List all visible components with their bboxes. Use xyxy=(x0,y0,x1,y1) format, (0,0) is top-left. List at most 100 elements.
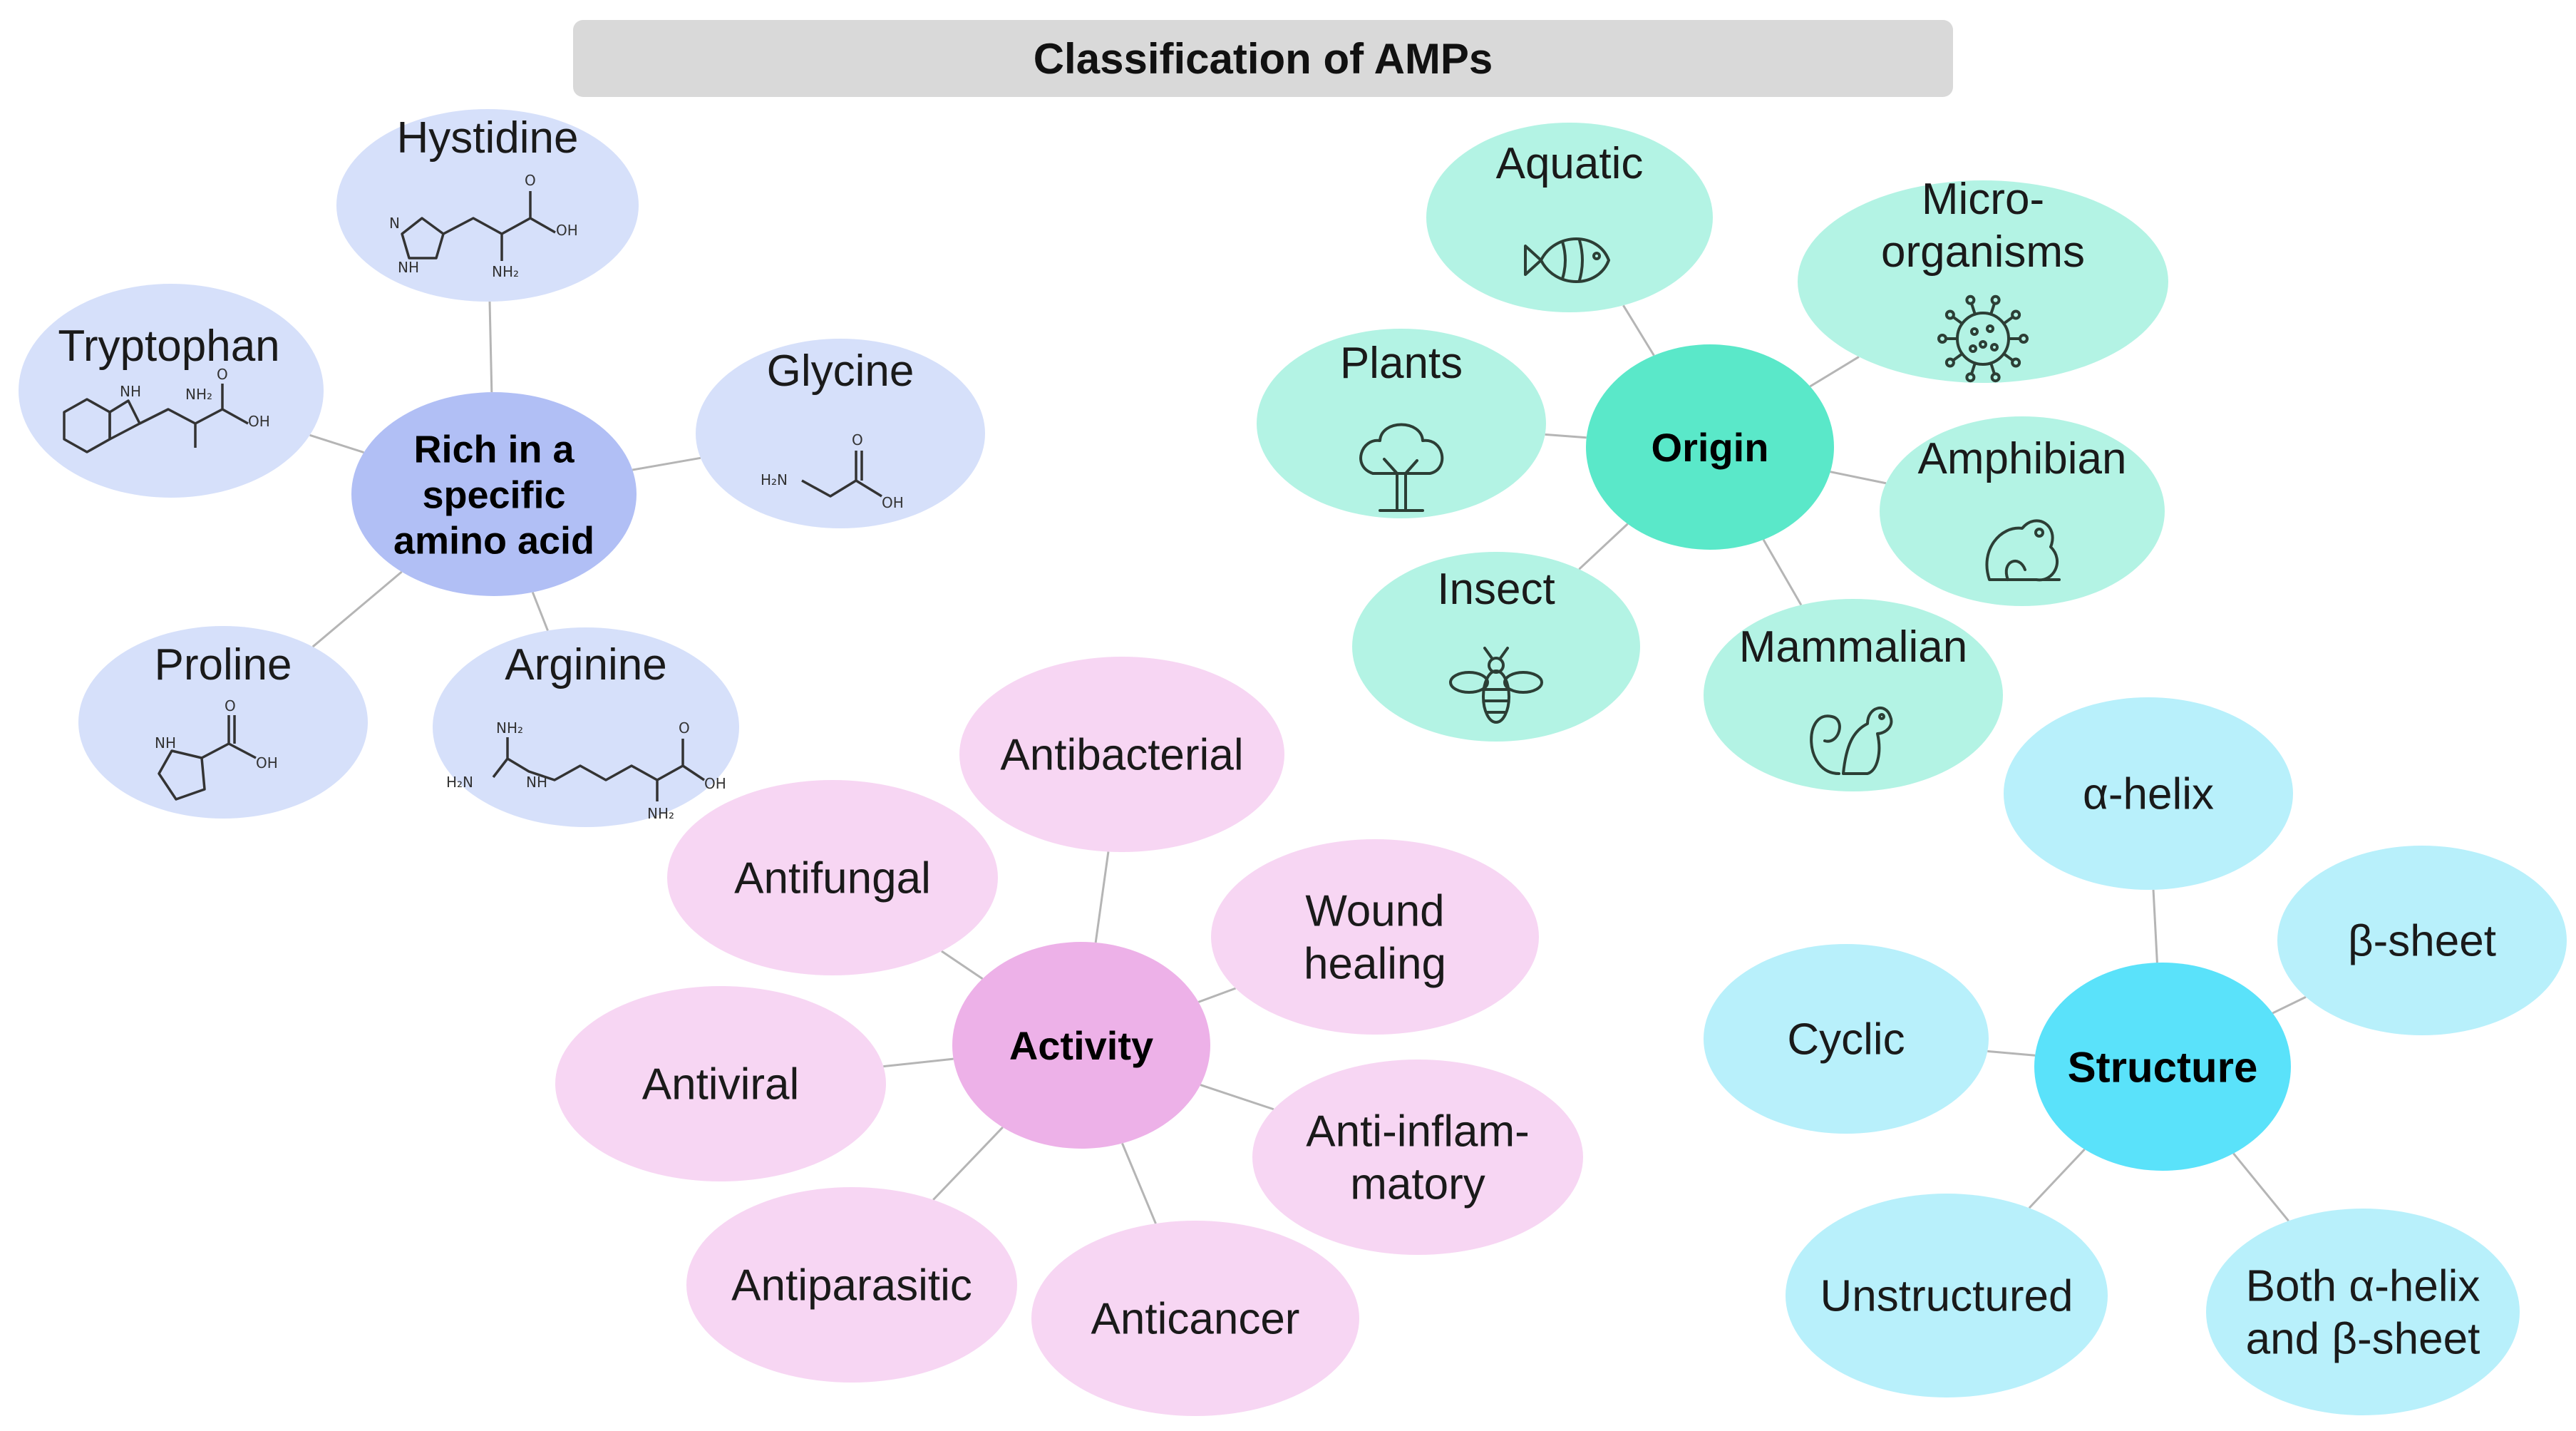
label-proline: Proline xyxy=(155,640,292,689)
label-anticancer-line: Anticancer xyxy=(1091,1295,1300,1344)
atom-label: OH xyxy=(704,775,726,792)
center-label-structure-line: Structure xyxy=(2068,1044,2258,1092)
label-tryptophan-line: Tryptophan xyxy=(58,322,279,371)
center-label-activity: Activity xyxy=(1009,1023,1153,1068)
label-antiinflammatory-line: matory xyxy=(1350,1160,1485,1209)
connector-unstructured xyxy=(2028,1148,2086,1209)
label-microorganisms-line: Micro- xyxy=(1922,175,2044,224)
connector-insect xyxy=(1578,523,1629,570)
label-hystidine-line: Hystidine xyxy=(397,113,579,163)
connector-plants xyxy=(1545,433,1587,439)
connector-antiviral xyxy=(883,1057,954,1068)
connector-cyclic xyxy=(1987,1050,2036,1057)
label-insect: Insect xyxy=(1437,565,1555,614)
node-antibacterial-bubble xyxy=(959,657,1284,852)
label-anticancer: Anticancer xyxy=(1091,1295,1300,1344)
connector-proline xyxy=(311,570,403,648)
label-microorganisms-line: organisms xyxy=(1881,227,2085,277)
node-antibacterial: Antibacterial xyxy=(959,657,1284,852)
label-antiviral: Antiviral xyxy=(642,1060,800,1109)
label-tryptophan: Tryptophan xyxy=(58,322,279,371)
atom-label: NH xyxy=(398,259,419,276)
connector-arginine xyxy=(531,592,549,631)
node-amphibian-bubble xyxy=(1880,416,2165,606)
label-hystidine: Hystidine xyxy=(397,113,579,163)
tree-icon xyxy=(1359,423,1444,512)
node-beta-bubble xyxy=(2277,846,2567,1035)
connector-alpha xyxy=(2152,889,2158,963)
atom-label: NH xyxy=(155,734,176,752)
node-antiparasitic-bubble xyxy=(686,1187,1017,1383)
diagram-title: Classification of AMPs xyxy=(1033,34,1493,83)
center-origin: Origin xyxy=(1586,344,1834,550)
connector-beta xyxy=(2272,995,2307,1015)
label-cyclic-line: Cyclic xyxy=(1787,1015,1905,1065)
atom-label: OH xyxy=(256,754,278,771)
node-antifungal: Antifungal xyxy=(667,780,998,975)
label-antibacterial: Antibacterial xyxy=(1000,731,1243,780)
node-anticancer-bubble xyxy=(1031,1221,1359,1416)
label-beta-line: β-sheet xyxy=(2348,917,2496,966)
center-structure-bubble xyxy=(2034,963,2291,1171)
connector-aquatic xyxy=(1622,304,1655,357)
atom-label: NH₂ xyxy=(185,386,212,403)
connector-antifungal xyxy=(941,950,984,980)
node-unstructured-bubble xyxy=(1786,1194,2108,1397)
node-beta: β-sheet xyxy=(2277,846,2567,1035)
label-insect-line: Insect xyxy=(1437,565,1555,614)
node-antiinflammatory: Anti-inflam-matory xyxy=(1252,1060,1583,1255)
center-label-origin: Origin xyxy=(1652,425,1769,470)
atom-label: H₂N xyxy=(761,471,788,488)
label-antibacterial-line: Antibacterial xyxy=(1000,731,1243,780)
atom-label: O xyxy=(217,366,228,383)
label-both-line: and β-sheet xyxy=(2246,1315,2480,1364)
atom-label: NH xyxy=(526,774,547,791)
node-cyclic-bubble xyxy=(1704,944,1989,1134)
center-activity-bubble xyxy=(952,942,1210,1149)
label-antiparasitic: Antiparasitic xyxy=(731,1261,972,1311)
center-label-activity-line: Activity xyxy=(1009,1023,1153,1068)
connector-amphibian xyxy=(1830,471,1887,485)
label-mammalian: Mammalian xyxy=(1739,622,1967,672)
connector-mammalian xyxy=(1762,539,1803,606)
label-antiinflammatory: Anti-inflam-matory xyxy=(1306,1107,1530,1209)
frog-icon xyxy=(1985,519,2061,582)
label-arginine: Arginine xyxy=(505,640,666,689)
squirrel-icon xyxy=(1810,707,1893,775)
label-cyclic: Cyclic xyxy=(1787,1015,1905,1065)
label-glycine: Glycine xyxy=(767,347,915,396)
connector-antiinflammatory xyxy=(1200,1084,1274,1111)
label-antifungal-line: Antifungal xyxy=(734,854,931,903)
atom-label: OH xyxy=(882,494,904,511)
atom-label: NH₂ xyxy=(647,805,674,822)
atom-label: N xyxy=(389,215,400,232)
connector-anticancer xyxy=(1121,1142,1157,1224)
node-glycine-bubble xyxy=(696,339,985,528)
center-label-amino-line: Rich in a xyxy=(413,428,575,471)
label-plants-line: Plants xyxy=(1340,339,1463,388)
label-microorganisms: Micro-organisms xyxy=(1881,175,2085,277)
label-wound-line: Wound xyxy=(1305,887,1444,936)
label-unstructured-line: Unstructured xyxy=(1820,1272,2073,1321)
label-mammalian-line: Mammalian xyxy=(1739,622,1967,672)
label-proline-line: Proline xyxy=(155,640,292,689)
node-aquatic-bubble xyxy=(1426,123,1713,312)
connectors xyxy=(309,301,2307,1224)
node-antiparasitic: Antiparasitic xyxy=(686,1187,1017,1383)
label-antiinflammatory-line: Anti-inflam- xyxy=(1306,1107,1530,1156)
label-arginine-line: Arginine xyxy=(505,640,666,689)
node-unstructured: Unstructured xyxy=(1786,1194,2108,1397)
label-glycine-line: Glycine xyxy=(767,347,915,396)
